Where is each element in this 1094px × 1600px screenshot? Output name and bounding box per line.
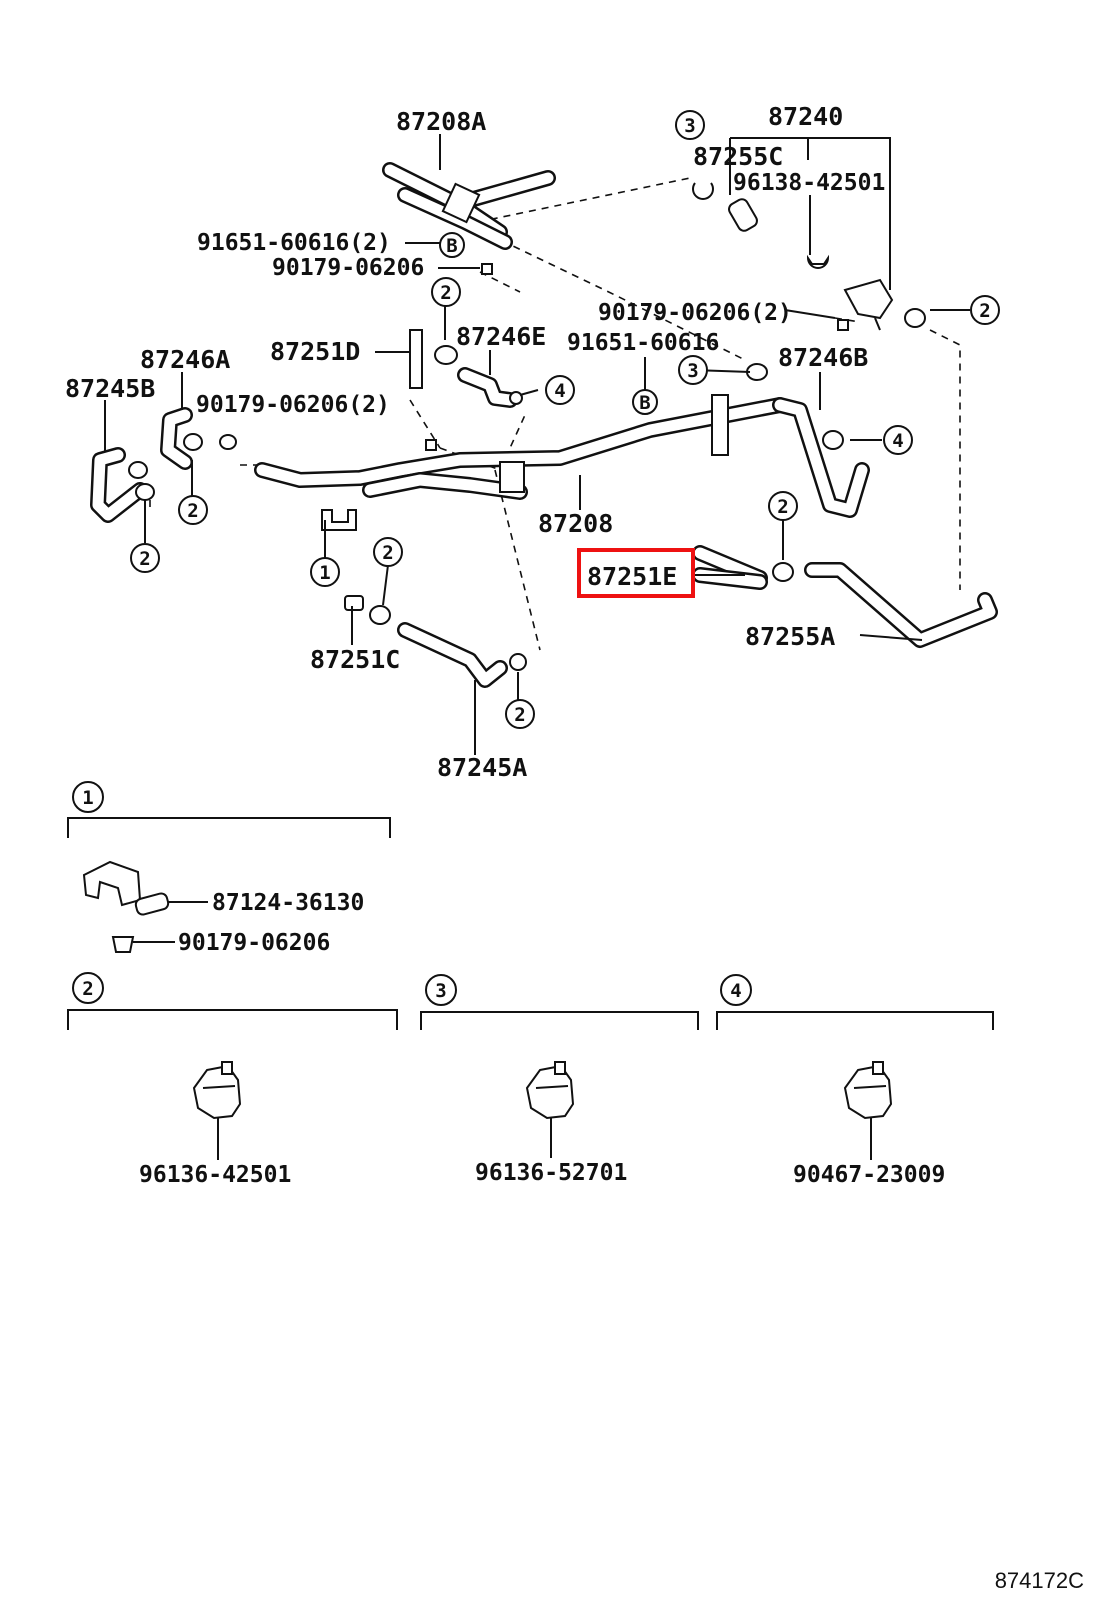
label-90179-06206-top: 90179-06206 — [272, 255, 424, 281]
part-labels: 87208A 87240 87255C 96138-42501 91651-60… — [65, 102, 885, 782]
valve-87240 — [692, 182, 894, 331]
marker-b-mid: B — [632, 389, 658, 415]
inset-3-number: 3 — [435, 980, 446, 1002]
inset-2-number: 2 — [82, 978, 93, 1000]
inset-2: 2 96136-42501 — [67, 972, 398, 1188]
label-91651-60616: 91651-60616 — [567, 330, 719, 356]
pipe-87208a — [382, 162, 556, 250]
label-87240: 87240 — [768, 102, 843, 131]
marker-2-upper: 2 — [431, 277, 461, 307]
figure-reference: 874172C — [994, 1568, 1084, 1593]
marker-2-87251e: 2 — [768, 491, 798, 521]
label-87245b: 87245B — [65, 374, 155, 403]
marker-3-mid: 3 — [678, 355, 708, 385]
label-90179-06206-2-right: 90179-06206(2) — [598, 300, 792, 326]
inset-4-number: 4 — [730, 980, 741, 1002]
marker-2-right: 2 — [970, 295, 1000, 325]
svg-text:2: 2 — [777, 496, 788, 518]
marker-4-right: 4 — [883, 425, 913, 455]
svg-text:2: 2 — [187, 500, 198, 522]
marker-2-87251c: 2 — [373, 537, 403, 567]
inset-1-part-87124-36130: 87124-36130 — [212, 890, 364, 916]
inset-1: 1 87124-36130 90179-06206 — [67, 781, 391, 956]
svg-text:2: 2 — [440, 282, 451, 304]
inset-4: 4 90467-23009 — [716, 974, 994, 1188]
label-87251e: 87251E — [587, 562, 677, 591]
inset-2-part-96136-42501: 96136-42501 — [139, 1162, 291, 1188]
marker-3-top: 3 — [675, 110, 705, 140]
label-87251c: 87251C — [310, 645, 400, 674]
marker-2-left: 2 — [178, 495, 208, 525]
label-87245a: 87245A — [437, 753, 527, 782]
svg-text:3: 3 — [684, 115, 695, 137]
clamp-icon — [843, 1061, 893, 1120]
inset-1-part-90179-06206: 90179-06206 — [178, 930, 330, 956]
svg-text:3: 3 — [687, 360, 698, 382]
svg-text:2: 2 — [979, 300, 990, 322]
inset-3: 3 96136-52701 — [420, 974, 699, 1186]
inset-1-number: 1 — [82, 787, 93, 809]
label-87246b: 87246B — [778, 343, 868, 372]
svg-text:4: 4 — [892, 430, 903, 452]
label-96138-42501: 96138-42501 — [733, 170, 885, 196]
label-87208a: 87208A — [396, 107, 486, 136]
svg-text:B: B — [639, 392, 650, 414]
marker-b-top: B — [439, 232, 465, 258]
label-90179-06206-2-left: 90179-06206(2) — [196, 392, 390, 418]
callout-markers: 3 B 2 2 3 4 B 4 2 2 2 2 1 2 — [130, 110, 1000, 729]
svg-text:2: 2 — [139, 548, 150, 570]
label-87246a: 87246A — [140, 345, 230, 374]
label-87251d: 87251D — [270, 337, 360, 366]
label-87255a: 87255A — [745, 622, 835, 651]
label-87255c: 87255C — [693, 142, 783, 171]
svg-text:2: 2 — [382, 542, 393, 564]
highlight-box-87251e — [577, 548, 695, 598]
label-87246e: 87246E — [456, 322, 546, 351]
hoses — [90, 329, 998, 688]
label-91651-60616-2: 91651-60616(2) — [197, 230, 391, 256]
marker-2-87245a: 2 — [505, 699, 535, 729]
inset-4-part-90467-23009: 90467-23009 — [793, 1162, 945, 1188]
marker-1-main: 1 — [310, 557, 340, 587]
pipe-87208 — [254, 394, 788, 500]
marker-4-mid: 4 — [545, 375, 575, 405]
svg-text:4: 4 — [554, 380, 565, 402]
svg-text:2: 2 — [514, 704, 525, 726]
svg-text:B: B — [446, 235, 457, 257]
clamp-icon — [192, 1061, 242, 1120]
svg-text:1: 1 — [319, 562, 330, 584]
marker-2-far-left: 2 — [130, 543, 160, 573]
clamp-icon — [525, 1061, 575, 1120]
inset-3-part-96136-52701: 96136-52701 — [475, 1160, 627, 1186]
solid-leaders — [104, 134, 970, 755]
label-87208: 87208 — [538, 509, 613, 538]
